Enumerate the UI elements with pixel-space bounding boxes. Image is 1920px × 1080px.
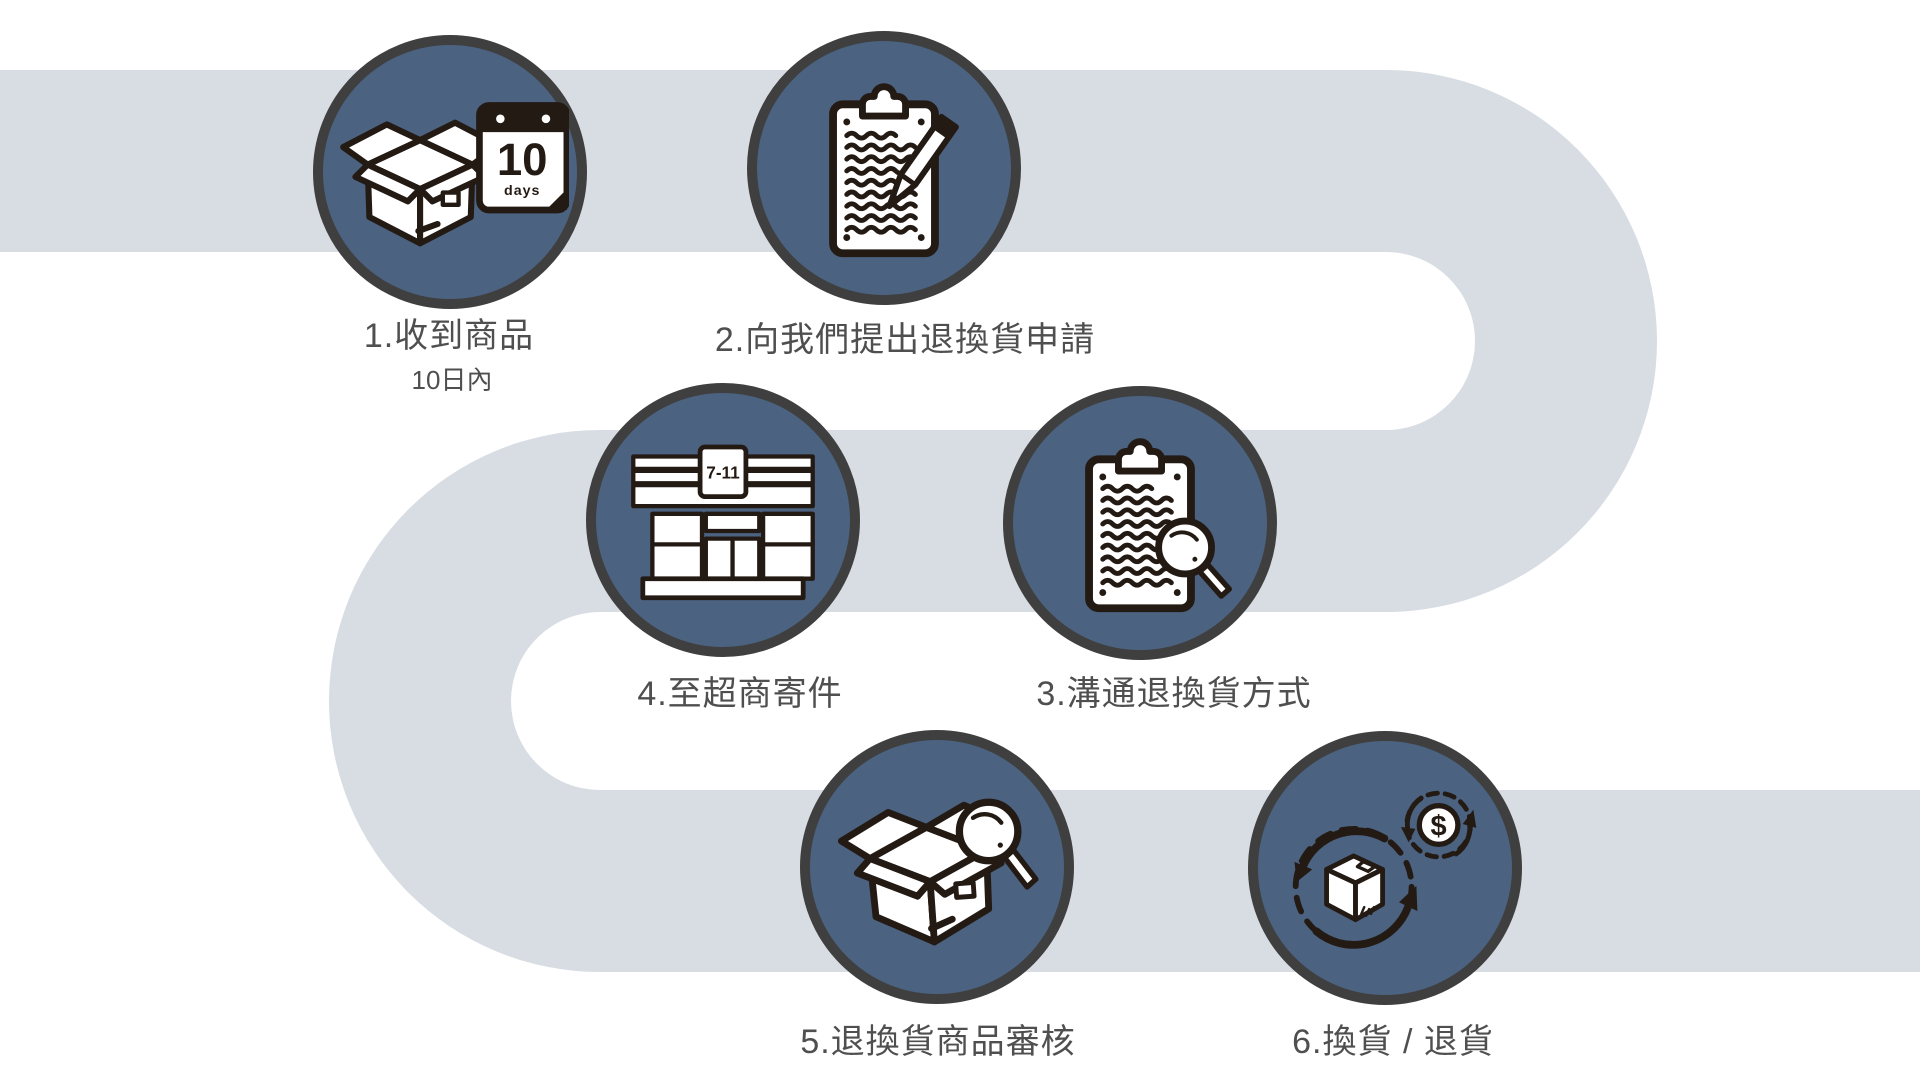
step-6-circle: $ (1248, 731, 1522, 1005)
refund-cycle: $ (1400, 790, 1477, 860)
dollar-sign: $ (1431, 811, 1447, 843)
step-3-label: 3.溝通退換貨方式 (1036, 675, 1312, 713)
step-1-circle: 10 days (313, 35, 587, 309)
open-box-calendar-icon: 10 days (340, 102, 569, 247)
calendar-unit: days (504, 183, 540, 199)
calendar-number: 10 (497, 134, 548, 185)
calendar-badge: 10 days (476, 102, 569, 214)
convenience-store-icon: 7-11 (631, 444, 815, 601)
step-4-circle: 7-11 (586, 383, 860, 657)
store-sign-text: 7-11 (706, 462, 740, 482)
step-4-label: 4.至超商寄件 (637, 675, 843, 713)
magnifier-icon (1155, 517, 1232, 599)
store-sign: 7-11 (697, 444, 749, 499)
open-box-magnifier-icon (838, 798, 1039, 946)
step-3-circle (1003, 386, 1277, 660)
exchange-cycle (1292, 825, 1418, 949)
exchange-refund-icon: $ (1292, 790, 1477, 949)
pencil-icon (886, 113, 959, 210)
step-2-circle (747, 31, 1021, 305)
step-5-circle (800, 730, 1074, 1004)
step-6-label: 6.換貨 / 退貨 (1292, 1023, 1494, 1061)
clipboard-magnifier-icon (1085, 438, 1232, 613)
dollar-coin-icon (1416, 803, 1461, 847)
road-path (0, 70, 1920, 972)
clipboard-pencil-icon (829, 83, 959, 258)
parcel-box-icon (1324, 853, 1385, 923)
magnifier-icon (955, 798, 1039, 890)
open-box-icon (340, 119, 502, 247)
step-1-sublabel: 10日內 (411, 365, 493, 395)
step-2-label: 2.向我們提出退換貨申請 (714, 321, 1096, 359)
store-building (640, 511, 815, 601)
step-5-label: 5.退換貨商品審核 (800, 1023, 1076, 1061)
step-1-label: 1.收到商品 (363, 317, 535, 355)
